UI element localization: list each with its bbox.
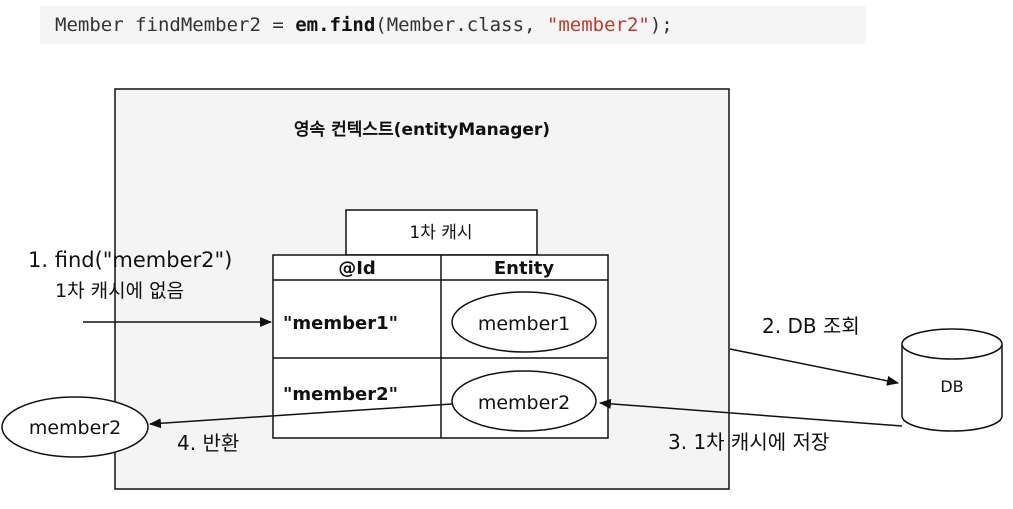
code-string-arg: "member2"	[546, 14, 650, 36]
returned-member2-label: member2	[29, 417, 121, 439]
step4-arrow	[149, 403, 453, 429]
step3-label: 3. 1차 캐시에 저장	[668, 430, 829, 454]
step1-label-line2: 1차 캐시에 없음	[55, 280, 184, 302]
header-id: @Id	[338, 258, 376, 279]
step3-arrow	[599, 398, 903, 427]
entity-member2-ellipse	[451, 370, 597, 432]
code-bar	[40, 6, 866, 44]
row2-id: "member2"	[283, 384, 398, 405]
code-args: (Member.class,	[375, 14, 547, 36]
step4-label: 4. 반환	[177, 431, 239, 455]
code-call: em.find	[295, 14, 376, 36]
cache-title: 1차 캐시	[409, 223, 472, 243]
code-line: Member findMember2 = em.find(Member.clas…	[55, 14, 673, 36]
returned-member2-ellipse	[1, 396, 149, 458]
step2-label: 2. DB 조회	[762, 314, 860, 338]
db-cylinder	[901, 328, 1003, 432]
row2-entity: member2	[478, 392, 570, 414]
entity-member1-ellipse	[451, 291, 597, 353]
row1-id: "member1"	[283, 313, 398, 334]
row1-entity: member1	[478, 313, 570, 335]
persistence-context-title: 영속 컨텍스트(entityManager)	[294, 120, 550, 140]
code-suffix: );	[649, 14, 673, 36]
db-label: DB	[940, 377, 963, 396]
step1-label-line1: 1. find("member2")	[28, 248, 232, 272]
header-entity: Entity	[494, 258, 554, 279]
code-prefix: Member findMember2 =	[55, 14, 296, 36]
step2-arrow	[729, 348, 899, 386]
